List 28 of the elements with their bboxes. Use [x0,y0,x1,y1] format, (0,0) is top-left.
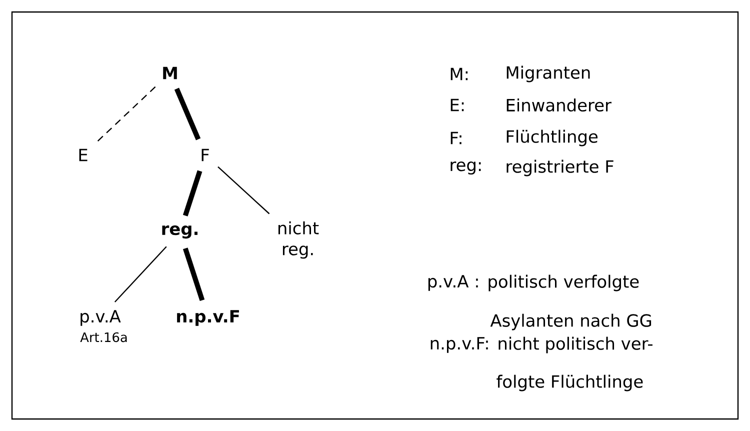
legend-text: folgte Flüchtlinge [496,374,643,392]
node-label: F [202,148,209,162]
legend-text: F: [450,132,462,144]
legend-text: E: [450,98,464,112]
node-caption: Art.16a [80,332,127,342]
branch-line [114,246,167,302]
node-label: E [79,148,88,162]
node-label: reg. [162,225,198,239]
branch-line [182,248,205,302]
node-label: nicht reg. [278,221,319,259]
legend-text: M: [450,68,468,80]
node-label: n.p.v.F [177,310,239,326]
node-label: M [163,66,177,80]
legend-text: n.p.v.F: [430,337,488,353]
legend-text: Flüchtlinge [506,130,598,146]
branch-line [174,88,201,140]
legend-text: reg: [450,162,481,174]
branch-line [182,170,202,216]
legend-text: Einwanderer [506,98,612,112]
branch-line [218,166,270,214]
branch-line [96,86,156,143]
legend-text: nicht politisch ver- [498,336,652,354]
legend-text: Migranten [506,66,590,82]
legend-text: Asylanten nach GG [490,314,652,330]
node-label: p.v.A [80,310,121,326]
legend-text: politisch verfolgte [488,274,639,292]
legend-text: registrierte F [506,160,614,176]
legend-text: p.v.A : [428,275,478,291]
